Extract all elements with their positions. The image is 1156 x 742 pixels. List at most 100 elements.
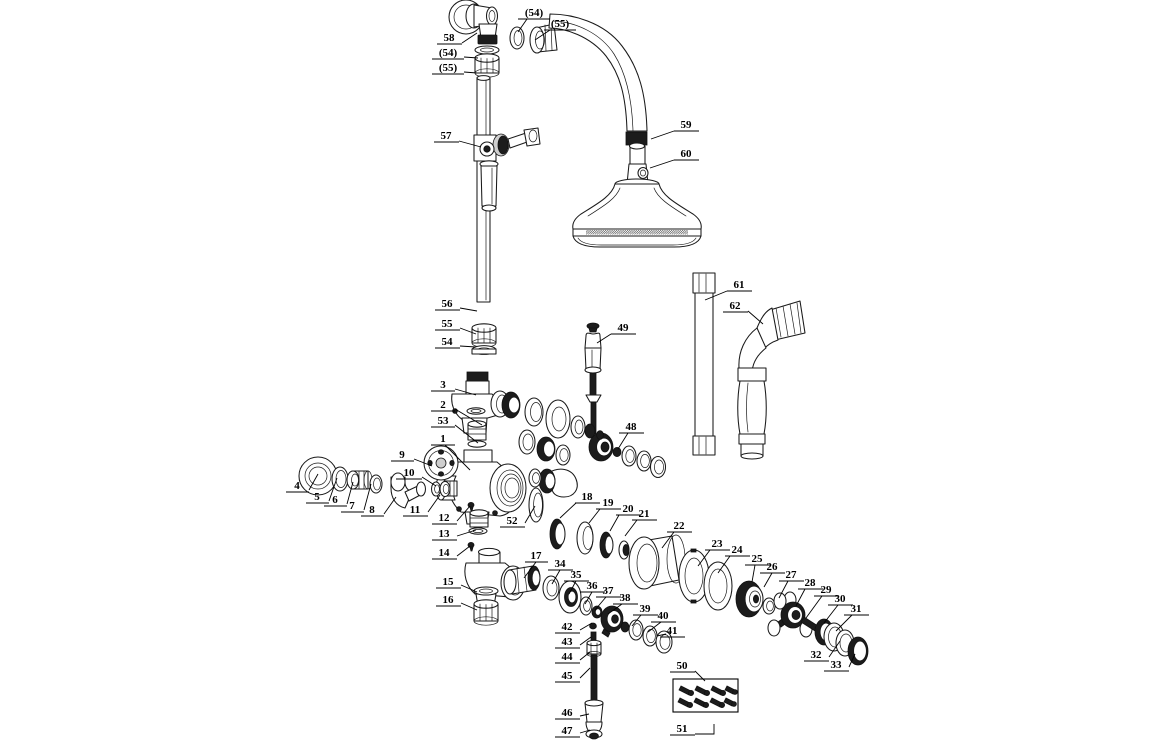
callout-label: 61 (734, 279, 745, 291)
callout-7: 7 (341, 483, 372, 513)
part-oring-19 (576, 521, 594, 555)
callout-leader-line (456, 529, 477, 537)
callout-52: 52 (500, 505, 536, 528)
callout-label: 37 (603, 585, 615, 597)
callout-leader-line (656, 633, 667, 637)
callout-label: 4 (294, 480, 300, 492)
callout-label: 41 (667, 625, 678, 637)
callout-label: 7 (349, 500, 355, 512)
callout-leader-line (751, 564, 756, 583)
callout-37: 37 (594, 585, 621, 611)
callout-label: 3 (440, 379, 446, 391)
callout-leader-line (363, 483, 372, 511)
callout-label: 24 (732, 544, 744, 556)
callout-label: 38 (620, 592, 632, 604)
callout-26: 26 (760, 561, 785, 588)
callout-label: 55 (442, 318, 454, 330)
callout-44: 44 (555, 651, 591, 664)
callout-label: 21 (639, 508, 650, 520)
callout-24: 24 (717, 544, 750, 574)
callout-label: 56 (442, 298, 454, 310)
callout-leader-line (795, 588, 806, 607)
callout-31: 31 (835, 603, 869, 632)
callout-12: 12 (432, 505, 471, 525)
callout-label: 18 (582, 491, 594, 503)
callout-label: 57 (441, 130, 453, 142)
callout-leader-line (624, 519, 638, 537)
callout-leader-line (588, 508, 601, 524)
part-nut-6 (346, 470, 373, 490)
callout-61: 61 (704, 279, 752, 301)
part-shower-head-60 (572, 142, 702, 248)
part-washer-54-loose (509, 26, 525, 50)
part-ring-cluster-mid (518, 429, 571, 466)
callout-label: 47 (562, 725, 574, 737)
callout-leader-line (609, 514, 620, 532)
callout-label: 26 (767, 561, 779, 573)
callout-label: 59 (681, 119, 693, 131)
callout-leader-line (704, 290, 728, 301)
part-clip-42 (589, 622, 597, 630)
callout-43: 43 (555, 636, 592, 649)
part-shower-hose-61 (692, 272, 716, 456)
callout-18: 18 (559, 491, 600, 519)
part-nut-55-loose (529, 23, 558, 54)
callout-leader-line (463, 71, 478, 74)
callout-20: 20 (609, 503, 641, 532)
callout-4: 4 (286, 473, 319, 493)
callout-label: 62 (730, 300, 742, 312)
callout-leader-line (579, 729, 591, 734)
callout-leader-line (454, 388, 477, 396)
callout-leader-line (421, 476, 437, 487)
callout-leader-line (427, 494, 441, 513)
part-stem-45 (590, 654, 598, 704)
part-diverter-handle-57 (473, 127, 541, 212)
callout-55: (55) (534, 18, 576, 41)
callout-22: 22 (661, 520, 692, 549)
callout-label: 48 (626, 421, 638, 433)
callout-2: 2 (431, 399, 483, 426)
callout-label: 60 (681, 148, 693, 160)
callout-42: 42 (555, 621, 593, 634)
callout-57: 57 (434, 130, 482, 148)
callout-leader-line (778, 580, 789, 599)
part-washer-26 (762, 597, 776, 615)
callout-30: 30 (823, 593, 853, 624)
callout-leader-line (763, 572, 773, 588)
callout-46: 46 (555, 707, 590, 720)
callout-3: 3 (431, 379, 477, 396)
callout-label: 52 (507, 515, 519, 527)
callout-leader-line (828, 640, 841, 658)
callout-leader-line (579, 713, 590, 717)
callout-62: 62 (723, 300, 764, 325)
part-ring-37 (591, 605, 603, 619)
callout-label: 30 (835, 593, 847, 605)
callout-leader-line (631, 614, 642, 627)
callout-label: 9 (399, 449, 405, 461)
callout-8: 8 (361, 496, 397, 517)
callout-leader-line (747, 310, 764, 325)
screw-row-2 (677, 697, 737, 709)
part-diverter-cap-48 (588, 432, 667, 479)
part-cone-46 (584, 699, 604, 734)
part-ring-18 (549, 518, 566, 550)
callout-leader-line (454, 408, 483, 426)
callout-label: 16 (443, 594, 455, 606)
callout-leader-line (458, 140, 482, 148)
callout-1: 1 (431, 433, 471, 471)
part-oring-5 (331, 466, 349, 492)
part-washer-7 (369, 474, 383, 494)
callout-label: 32 (811, 649, 823, 661)
callout-leader-line (823, 604, 839, 624)
callout-label: 15 (443, 576, 455, 588)
callout-label: 36 (587, 580, 599, 592)
part-handle-cross-9 (423, 445, 459, 481)
callout-39: 39 (631, 603, 658, 627)
callout-leader-line (559, 502, 577, 519)
callout-leader-line (694, 670, 706, 682)
callout-leader-line (328, 477, 338, 502)
callout-54: 54 (435, 336, 477, 349)
part-washer-54-riser (471, 345, 497, 355)
callout-36: 36 (580, 580, 605, 605)
